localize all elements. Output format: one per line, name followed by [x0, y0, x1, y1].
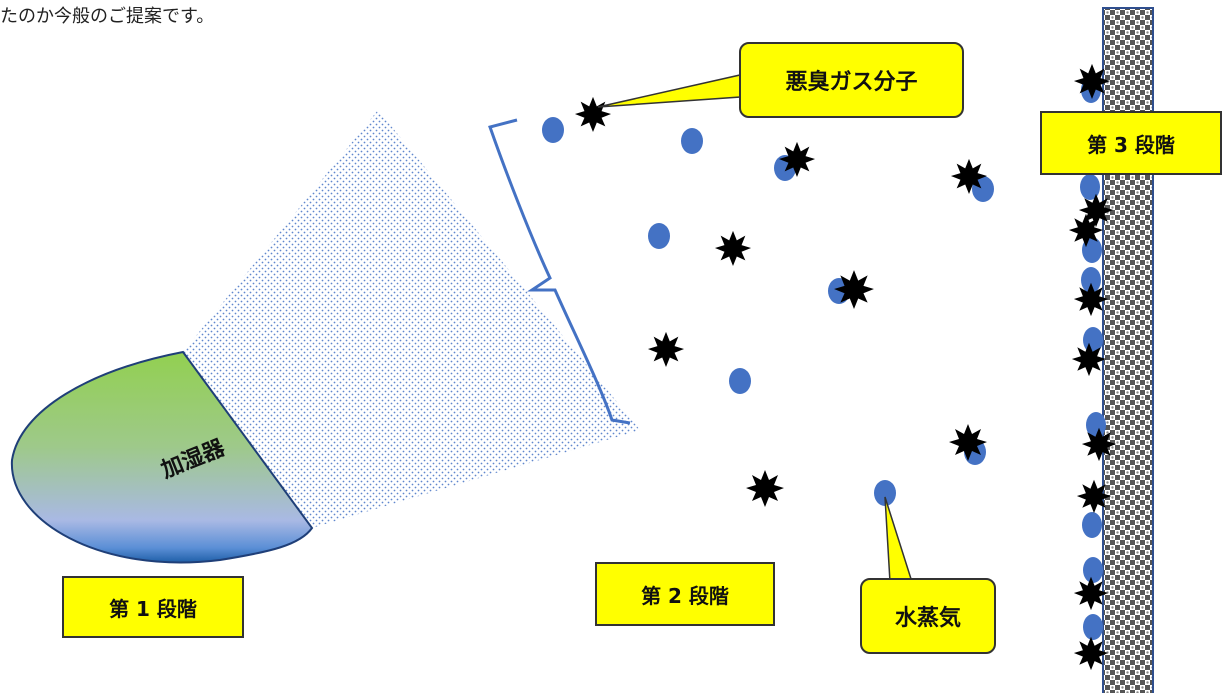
odor-gas-callout: 悪臭ガス分子 — [739, 42, 964, 118]
odor-gas-callout-text: 悪臭ガス分子 — [785, 70, 918, 95]
odor-molecule — [574, 96, 612, 133]
vapor-dot — [1083, 557, 1103, 583]
vapor-dot — [874, 480, 896, 506]
vapor-dot — [648, 223, 670, 249]
vapor-dot — [729, 368, 751, 394]
vapor-dot — [1086, 412, 1106, 438]
vapor-callout-pointer — [884, 496, 914, 583]
vapor-dots — [542, 117, 994, 506]
vapor-dot — [1082, 512, 1102, 538]
vapor-dot — [681, 128, 703, 154]
spray-cone — [183, 110, 640, 528]
odor-molecule — [714, 230, 752, 267]
odor-molecule — [647, 331, 685, 368]
water-vapor-callout-text: 水蒸気 — [894, 606, 961, 631]
stage1-label-text: 第 1 段階 — [109, 596, 197, 621]
water-vapor-callout: 水蒸気 — [860, 578, 996, 654]
stage2-label: 第 2 段階 — [595, 562, 775, 626]
odor-callout-pointer — [597, 74, 741, 108]
stage3-label: 第 3 段階 — [1040, 111, 1222, 175]
odor-molecule — [746, 470, 784, 507]
vapor-dot — [1081, 267, 1101, 293]
stage1-label: 第 1 段階 — [62, 576, 244, 638]
vapor-dot — [1083, 327, 1103, 353]
vapor-dot — [542, 117, 564, 143]
vapor-dot — [1080, 174, 1100, 200]
top-text: たのか今般のご提案です。 — [0, 6, 215, 27]
humidifier-shape — [10, 350, 314, 564]
bracket — [488, 118, 631, 425]
vapor-dot — [1083, 614, 1103, 640]
stage3-label-text: 第 3 段階 — [1087, 132, 1175, 157]
stage2-label-text: 第 2 段階 — [641, 583, 729, 608]
